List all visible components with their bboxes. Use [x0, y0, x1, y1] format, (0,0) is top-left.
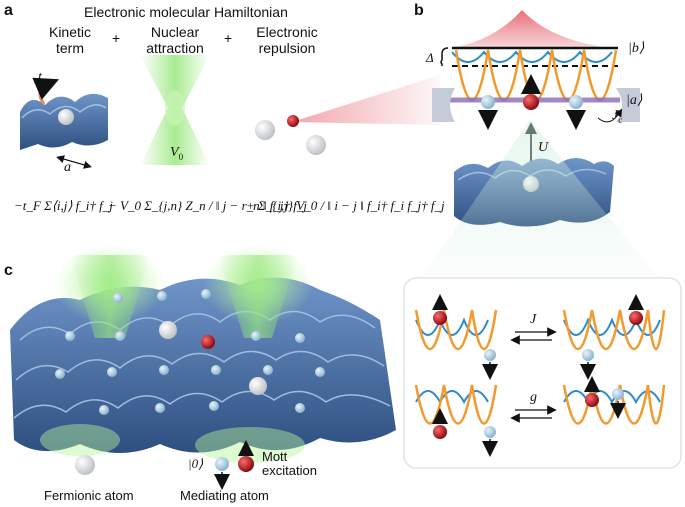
plus-sign-1: +	[112, 30, 121, 46]
repulsion-group	[255, 75, 440, 155]
equation-nuclear: − V_0 Σ_{j,n} Z_n / ‖ j − r_n ‖ f_j† f_j	[108, 198, 307, 213]
tF-label: tF	[38, 70, 47, 87]
U-label: U	[538, 140, 549, 155]
panel-a-letter: a	[4, 2, 13, 19]
process-inset	[403, 277, 682, 469]
state-b-label: |b⟩	[628, 41, 645, 56]
nuclear-attraction-label: Nuclear attraction	[146, 24, 204, 56]
kinetic-lattice	[20, 77, 108, 169]
state-a-label: |a⟩	[626, 93, 643, 108]
panel-c-letter: c	[4, 262, 13, 279]
panel-a-title: Electronic molecular Hamiltonian	[84, 4, 288, 20]
delta-label: Δ	[426, 50, 434, 65]
plus-sign-2: +	[224, 30, 233, 46]
equation-repulsion: + Σ_{i,j} V_0 / ‖ i − j ‖ f_i† f_i f_j† …	[246, 198, 445, 213]
a-label: a	[64, 160, 71, 175]
fermionic-atom-icon	[75, 455, 95, 475]
V0-label: V0	[170, 145, 184, 162]
electronic-repulsion-label: Electronic repulsion	[256, 24, 318, 56]
equation-kinetic: −t_F Σ⟨i,j⟩ f_i† f_j	[14, 198, 113, 213]
fermionic-atom-label: Fermionic atom	[44, 488, 134, 503]
kinetic-term-label: Kinetic term	[48, 24, 92, 56]
panel-b-letter: b	[414, 2, 424, 19]
green-fan	[420, 120, 660, 280]
mott-excitation-icon	[238, 456, 254, 472]
mediating-atom-icon	[215, 457, 229, 471]
legend-graphics	[75, 440, 254, 490]
J-process-label: J	[530, 312, 537, 327]
Jc-label: Jc	[612, 108, 623, 125]
mediating-atom-label: Mediating atom	[180, 488, 269, 503]
panel-b-potentials	[432, 10, 640, 182]
g-process-label: g	[530, 390, 537, 405]
panel-c-atoms	[55, 289, 325, 415]
mott-excitation-label: Mott excitation	[262, 449, 317, 478]
panel-c-lattice	[10, 245, 396, 463]
nuclear-cone	[140, 55, 210, 165]
ket0-label: |0⟩	[188, 456, 204, 471]
